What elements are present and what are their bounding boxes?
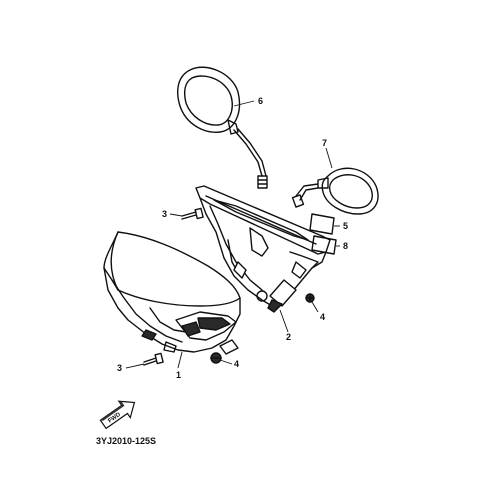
callout-6: 6 <box>258 96 263 106</box>
callout-3-lower: 3 <box>117 363 122 373</box>
callout-5: 5 <box>343 221 348 231</box>
bolt-lower <box>210 352 222 364</box>
plate-8 <box>311 235 337 255</box>
screw-upper <box>181 207 204 220</box>
leader-lines <box>125 100 340 369</box>
bolt-right <box>305 293 315 303</box>
callout-4-right: 4 <box>320 312 325 322</box>
handlebar-cover-upper <box>195 185 331 313</box>
callout-1: 1 <box>176 370 181 380</box>
forward-arrow-icon: FWD <box>99 400 136 430</box>
callout-4-lower: 4 <box>234 359 239 369</box>
callout-2: 2 <box>286 332 291 342</box>
left-mirror <box>177 66 268 189</box>
callout-3-upper: 3 <box>162 209 167 219</box>
plate-5 <box>309 213 335 235</box>
front-cover-lower <box>103 231 241 355</box>
screw-lower <box>143 352 164 366</box>
right-mirror <box>291 167 379 215</box>
diagram-code: 3YJ2010-125S <box>96 436 156 446</box>
callout-7: 7 <box>322 138 327 148</box>
callout-8: 8 <box>343 241 348 251</box>
